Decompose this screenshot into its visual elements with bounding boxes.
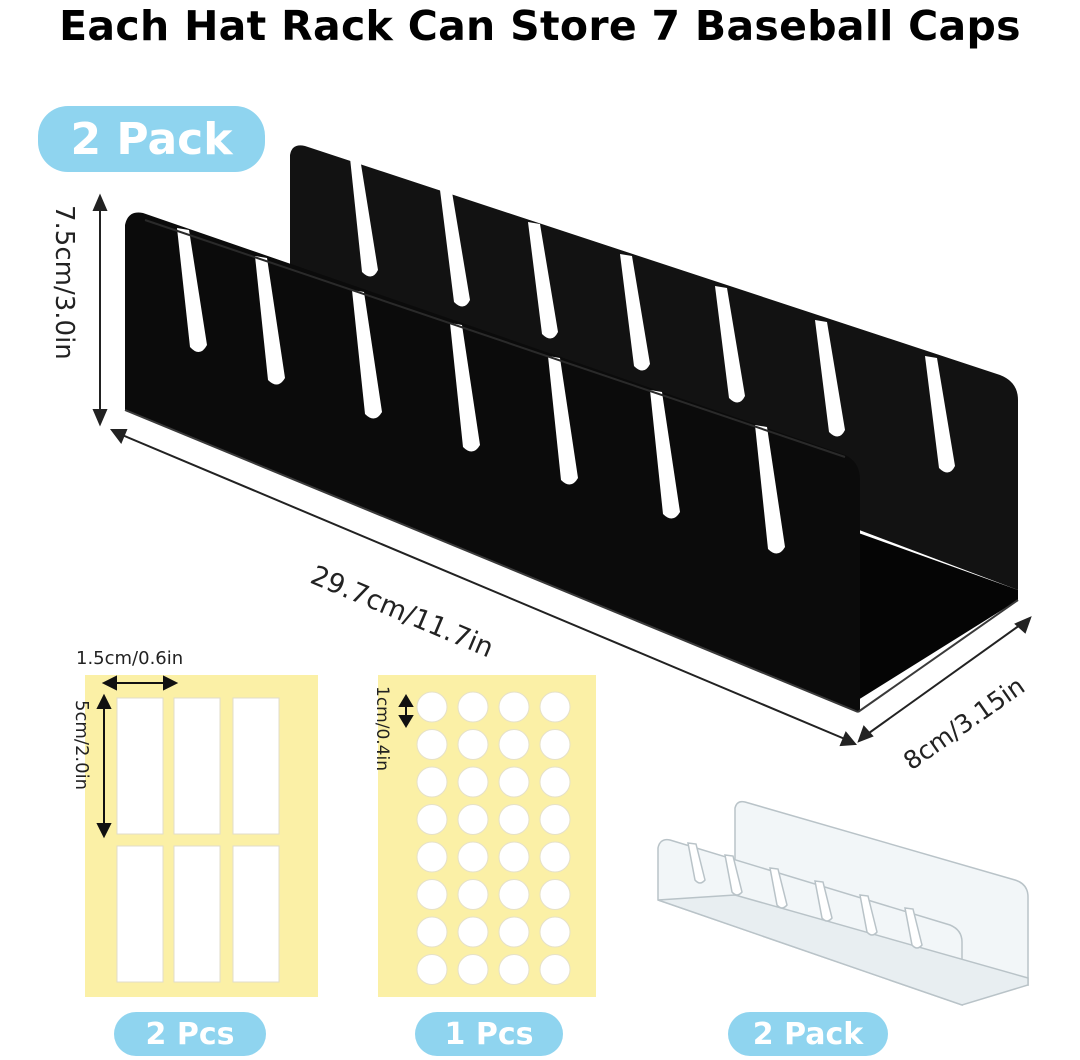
- adhesive-dot: [457, 954, 489, 985]
- adhesive-dot: [416, 954, 448, 985]
- adhesive-dot: [498, 879, 530, 910]
- dots-badge: 1 Pcs: [415, 1012, 563, 1056]
- adhesive-dot: [498, 954, 530, 985]
- adhesive-dot: [539, 691, 571, 723]
- adhesive-dot: [498, 916, 530, 948]
- rack-front-slots: [177, 228, 785, 554]
- adhesive-dot: [457, 916, 489, 948]
- strip-height-label: 5cm/2.0in: [71, 700, 92, 790]
- adhesive-dot: [539, 729, 571, 760]
- adhesive-dot: [416, 804, 448, 835]
- clear-rack-badge: 2 Pack: [728, 1012, 888, 1056]
- adhesive-dot: [539, 841, 571, 873]
- adhesive-dot: [498, 729, 530, 760]
- pack-badge: 2 Pack: [38, 106, 265, 172]
- adhesive-dot: [457, 766, 489, 798]
- clear-hat-rack: [657, 800, 1029, 1007]
- adhesive-dot: [539, 954, 571, 985]
- adhesive-dot: [498, 766, 530, 798]
- dimension-lines: [92, 193, 1032, 747]
- black-hat-rack: [124, 145, 1019, 713]
- rack-front-panel: [125, 212, 860, 712]
- adhesive-dot: [416, 879, 448, 910]
- adhesive-dot: [498, 841, 530, 873]
- adhesive-dot: [498, 804, 530, 835]
- adhesive-dot: [539, 916, 571, 948]
- adhesive-dot: [416, 766, 448, 798]
- adhesive-dot: [539, 879, 571, 910]
- adhesive-dot: [457, 879, 489, 910]
- adhesive-dot: [457, 691, 489, 723]
- rack-back-slots: [350, 158, 955, 473]
- dot-size-label: 1cm/0.4in: [372, 686, 392, 771]
- adhesive-dot: [416, 729, 448, 760]
- adhesive-dot: [416, 691, 448, 723]
- headline: Each Hat Rack Can Store 7 Baseball Caps: [59, 2, 1021, 50]
- adhesive-dot: [539, 804, 571, 835]
- strip-width-label: 1.5cm/0.6in: [76, 648, 184, 669]
- strips-badge: 2 Pcs: [114, 1012, 266, 1056]
- adhesive-dots-sheet: [378, 675, 596, 997]
- adhesive-dot: [457, 841, 489, 873]
- adhesive-dot: [416, 841, 448, 873]
- adhesive-dot: [457, 804, 489, 835]
- adhesive-dot: [457, 729, 489, 760]
- height-label: 7.5cm/3.0in: [49, 205, 79, 360]
- adhesive-dot: [416, 916, 448, 948]
- adhesive-dot: [498, 691, 530, 723]
- adhesive-dot: [539, 766, 571, 798]
- adhesive-strips-sheet: [85, 675, 318, 997]
